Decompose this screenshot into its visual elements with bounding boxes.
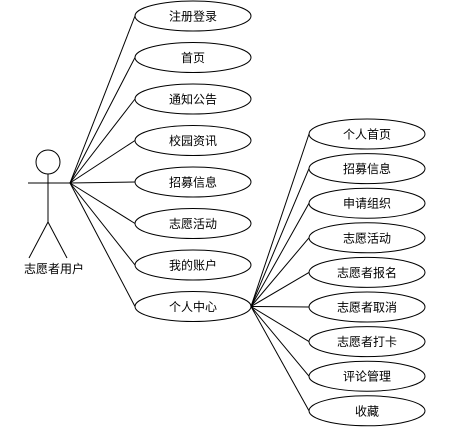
use-case-label-5: 志愿活动 <box>169 217 217 231</box>
actor-figure <box>28 149 70 259</box>
actor-right-leg <box>47 221 68 259</box>
actor-label: 志愿者用户 <box>24 261 84 276</box>
connector-center-to-sub-0 <box>250 133 310 307</box>
connector-actor-to-case-0 <box>69 15 136 184</box>
sub-use-case-ellipse-4 <box>308 256 426 288</box>
connector-actor-to-case-7 <box>69 182 136 307</box>
sub-use-case-ellipse-8 <box>308 395 426 427</box>
sub-use-case-label-0: 个人首页 <box>343 128 391 142</box>
use-case-ellipse-6 <box>134 249 252 281</box>
sub-use-case-label-7: 评论管理 <box>343 369 391 384</box>
actor-left-leg <box>28 221 49 259</box>
sub-use-case-label-8: 收藏 <box>355 404 379 418</box>
use-case-ellipse-4 <box>134 166 252 198</box>
use-case-label-7: 个人中心 <box>169 299 217 314</box>
use-case-label-1: 首页 <box>181 51 205 65</box>
sub-use-case-label-5: 志愿者取消 <box>337 301 397 315</box>
sub-use-case-ellipse-6 <box>308 326 426 358</box>
connector-center-to-sub-6 <box>250 306 310 343</box>
connector-center-to-sub-5 <box>250 306 310 308</box>
connector-center-to-sub-1 <box>250 168 310 307</box>
connector-center-to-sub-8 <box>250 306 310 412</box>
sub-use-case-ellipse-7 <box>308 360 426 392</box>
use-case-label-2: 通知公告 <box>169 93 217 107</box>
main-connectors <box>69 15 136 307</box>
actor-head <box>35 149 61 175</box>
sub-use-case-label-2: 申请组织 <box>343 197 391 211</box>
connector-center-to-sub-7 <box>250 306 310 377</box>
connector-actor-to-case-3 <box>69 140 136 184</box>
connector-center-to-sub-2 <box>250 202 310 307</box>
sub-use-case-label-1: 招募信息 <box>343 161 391 176</box>
connector-center-to-sub-4 <box>250 271 310 307</box>
use-case-label-0: 注册登录 <box>169 9 217 24</box>
use-case-label-4: 招募信息 <box>169 175 217 190</box>
sub-use-case-label-6: 志愿者打卡 <box>337 335 397 349</box>
sub-use-case-ellipse-3 <box>308 222 426 254</box>
use-case-ellipse-5 <box>134 208 252 239</box>
sub-use-case-ellipse-0 <box>308 118 426 150</box>
use-case-label-6: 我的账户 <box>169 258 217 273</box>
connector-actor-to-case-6 <box>69 182 136 266</box>
use-case-label-3: 校园资讯 <box>169 133 217 148</box>
use-case-ellipse-3 <box>134 125 252 156</box>
connector-center-to-sub-3 <box>250 237 310 307</box>
use-case-ellipse-7 <box>134 291 252 322</box>
use-case-ellipse-2 <box>134 83 252 115</box>
connector-actor-to-case-5 <box>69 182 136 224</box>
connector-actor-to-case-1 <box>69 57 136 184</box>
connector-actor-to-case-4 <box>69 181 136 184</box>
use-case-ellipse-0 <box>134 0 252 32</box>
sub-use-case-ellipse-1 <box>308 153 426 185</box>
sub-connectors <box>250 133 310 412</box>
sub-use-case-ellipse-2 <box>308 187 426 219</box>
sub-use-case-label-3: 志愿活动 <box>343 231 391 245</box>
sub-use-case-label-4: 志愿者报名 <box>337 265 397 280</box>
sub-use-case-ellipse-5 <box>308 291 426 323</box>
connector-actor-to-case-2 <box>69 98 136 184</box>
use-case-ellipse-1 <box>134 42 252 73</box>
